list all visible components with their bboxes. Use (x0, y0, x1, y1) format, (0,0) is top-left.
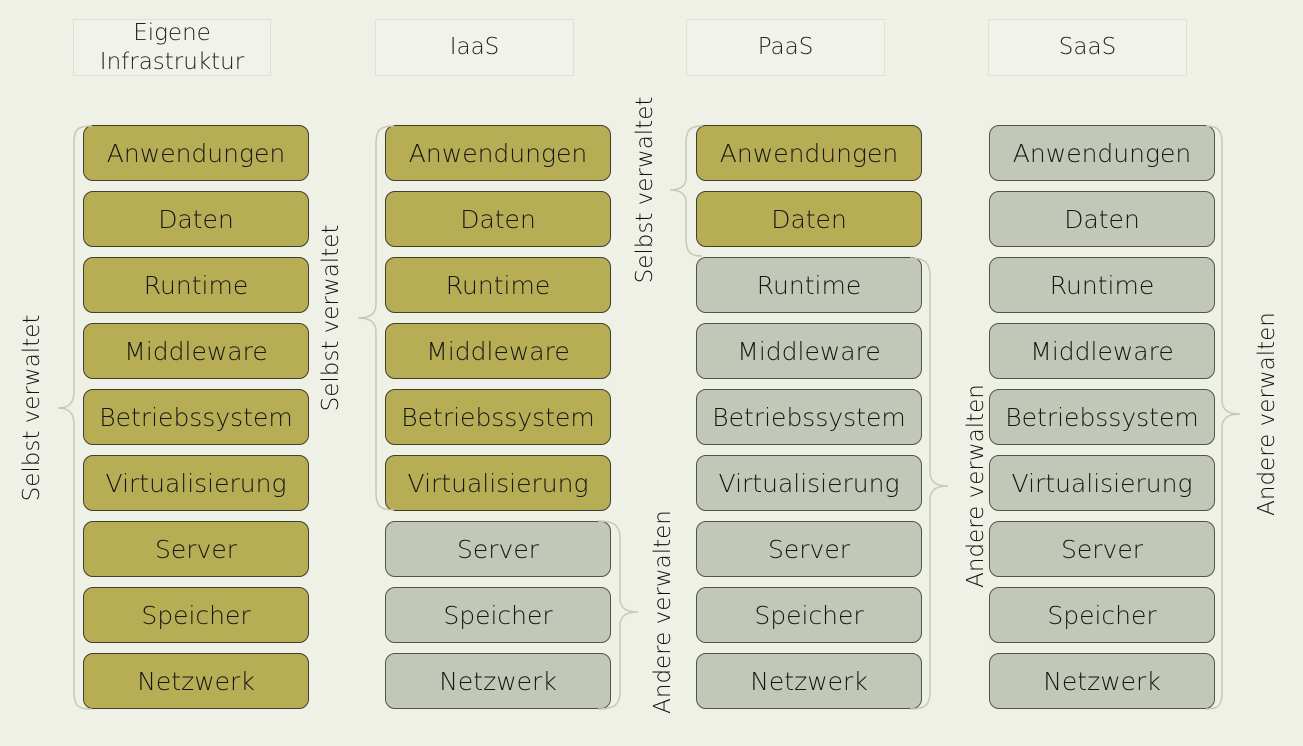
layer-saas-virtualisierung: Virtualisierung (989, 455, 1215, 511)
layer-iaas-middleware: Middleware (385, 323, 611, 379)
label-iaas-other: Andere verwalten (650, 510, 676, 714)
layer-paas-daten: Daten (696, 191, 922, 247)
layer-own-betriebssystem: Betriebssystem (83, 389, 309, 445)
brace-paas-other (909, 257, 949, 710)
layer-own-middleware: Middleware (83, 323, 309, 379)
layer-own-daten: Daten (83, 191, 309, 247)
layer-paas-speicher: Speicher (696, 587, 922, 643)
label-paas-other: Andere verwalten (963, 384, 989, 588)
label-saas-other: Andere verwalten (1254, 312, 1280, 516)
layer-paas-virtualisierung: Virtualisierung (696, 455, 922, 511)
layer-saas-betriebssystem: Betriebssystem (989, 389, 1215, 445)
layer-iaas-netzwerk: Netzwerk (385, 653, 611, 709)
layer-iaas-virtualisierung: Virtualisierung (385, 455, 611, 511)
layer-saas-daten: Daten (989, 191, 1215, 247)
layer-own-netzwerk: Netzwerk (83, 653, 309, 709)
layer-saas-netzwerk: Netzwerk (989, 653, 1215, 709)
layer-iaas-speicher: Speicher (385, 587, 611, 643)
brace-iaas-self (357, 125, 395, 511)
brace-iaas-other (597, 520, 639, 710)
layer-paas-server: Server (696, 521, 922, 577)
layer-paas-runtime: Runtime (696, 257, 922, 313)
brace-own-self (57, 125, 93, 710)
layer-own-runtime: Runtime (83, 257, 309, 313)
layer-own-anwendungen: Anwendungen (83, 125, 309, 181)
layer-paas-netzwerk: Netzwerk (696, 653, 922, 709)
layer-paas-middleware: Middleware (696, 323, 922, 379)
layer-saas-speicher: Speicher (989, 587, 1215, 643)
layer-iaas-daten: Daten (385, 191, 611, 247)
header-label: PaaS (757, 34, 814, 60)
header-paas: PaaS (686, 19, 885, 76)
layer-saas-anwendungen: Anwendungen (989, 125, 1215, 181)
header-label: SaaS (1058, 34, 1117, 60)
layer-saas-runtime: Runtime (989, 257, 1215, 313)
header-saas: SaaS (988, 19, 1187, 76)
layer-paas-betriebssystem: Betriebssystem (696, 389, 922, 445)
layer-own-server: Server (83, 521, 309, 577)
layer-iaas-anwendungen: Anwendungen (385, 125, 611, 181)
layer-iaas-server: Server (385, 521, 611, 577)
header-iaas: IaaS (375, 19, 574, 76)
layer-iaas-betriebssystem: Betriebssystem (385, 389, 611, 445)
header-label: IaaS (449, 34, 500, 60)
label-own-self: Selbst verwaltet (19, 314, 45, 502)
layer-saas-middleware: Middleware (989, 323, 1215, 379)
brace-paas-self (669, 125, 703, 257)
layer-iaas-runtime: Runtime (385, 257, 611, 313)
label-iaas-self: Selbst verwaltet (318, 224, 344, 412)
layer-own-speicher: Speicher (83, 587, 309, 643)
layer-own-virtualisierung: Virtualisierung (83, 455, 309, 511)
layer-saas-server: Server (989, 521, 1215, 577)
brace-saas-other (1205, 125, 1241, 710)
layer-paas-anwendungen: Anwendungen (696, 125, 922, 181)
label-paas-self: Selbst verwaltet (632, 96, 658, 284)
